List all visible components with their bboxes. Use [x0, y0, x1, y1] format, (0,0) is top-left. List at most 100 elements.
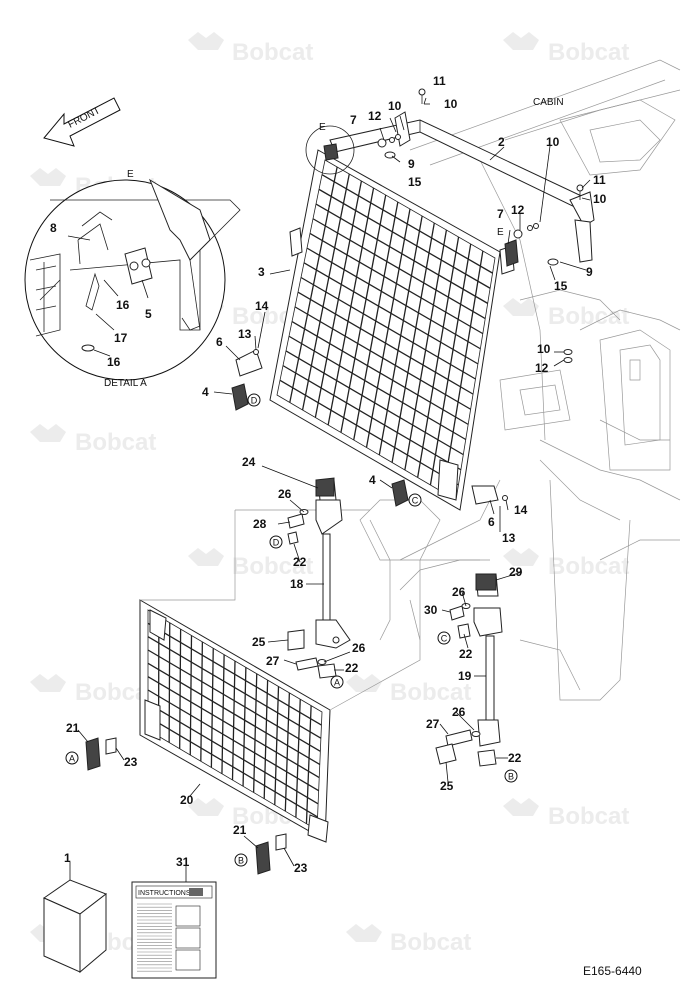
callout-11: 11 [433, 74, 446, 88]
svg-text:C: C [441, 634, 448, 644]
callout-14: 14 [255, 299, 269, 313]
hinge-24 [316, 478, 334, 496]
latch-21-bottom [256, 842, 270, 874]
callout-22: 22 [459, 647, 473, 661]
callout-16: 16 [116, 298, 130, 312]
right-strut [474, 574, 502, 746]
callout-16: 16 [107, 355, 121, 369]
marker-c: C [438, 632, 450, 644]
callout-9: 9 [586, 265, 593, 279]
watermark-logo [346, 674, 382, 692]
callout-10: 10 [388, 99, 402, 113]
callout-15: 15 [408, 175, 422, 189]
callout-13: 13 [502, 531, 516, 545]
callout-27: 27 [266, 654, 280, 668]
marker-d: D [248, 394, 260, 406]
callout-28: 28 [253, 517, 267, 531]
front-arrow: FRONT [44, 98, 120, 146]
callout-14: 14 [514, 503, 528, 517]
svg-text:B: B [508, 772, 514, 782]
callout-19: 19 [458, 669, 472, 683]
callout-2: 2 [498, 135, 505, 149]
callout-4: 4 [202, 385, 209, 399]
watermark-logo [188, 32, 224, 50]
callout-8: 8 [50, 221, 57, 235]
callout-18: 18 [290, 577, 304, 591]
callout-21: 21 [233, 823, 247, 837]
marker-a: A [331, 676, 343, 688]
latch-4-left [232, 384, 248, 410]
watermark-text: Bobcat [232, 39, 313, 66]
watermark-logo [188, 798, 224, 816]
svg-text:D: D [251, 396, 258, 406]
callout-30: 30 [424, 603, 438, 617]
callout-12: 12 [511, 203, 525, 217]
callout-27: 27 [426, 717, 440, 731]
kit-box [44, 880, 106, 972]
latch-4-right [392, 480, 408, 506]
marker-d: D [270, 536, 282, 548]
drawing-number: E165-6440 [583, 964, 642, 978]
watermark-logo [503, 548, 539, 566]
marker-b: B [235, 854, 247, 866]
callout-10: 10 [593, 192, 607, 206]
watermark-logo [503, 798, 539, 816]
svg-text:B: B [238, 856, 244, 866]
svg-text:A: A [69, 754, 75, 764]
detail-a [25, 180, 240, 380]
callout-12: 12 [368, 109, 382, 123]
callout-6: 6 [488, 515, 495, 529]
left-strut [316, 480, 350, 648]
callout-23: 23 [294, 861, 308, 875]
callout-1: 1 [64, 851, 71, 865]
detail-ref-label: E [127, 169, 134, 180]
watermark-text: Bobcat [548, 803, 629, 830]
watermark-text: Bobcat [548, 39, 629, 66]
latch-21-left [86, 738, 100, 770]
detail-circle-right [505, 240, 518, 266]
callout-24: 24 [242, 455, 256, 469]
cabin-label: CABIN [533, 97, 564, 108]
callout-15: 15 [554, 279, 568, 293]
svg-text:A: A [334, 678, 340, 688]
bracket-6-right [472, 486, 498, 504]
watermark-text: Bobcat [75, 429, 156, 456]
callout-4: 4 [369, 473, 376, 487]
callout-21: 21 [66, 721, 80, 735]
callout-7: 7 [350, 113, 357, 127]
watermark-text: Bobcat [390, 929, 471, 956]
watermark-logo [503, 32, 539, 50]
callout-11: 11 [593, 173, 606, 187]
callout-9: 9 [408, 157, 415, 171]
callout-29: 29 [509, 565, 523, 579]
detail-e-top-label: E [319, 122, 326, 133]
callout-10: 10 [546, 135, 560, 149]
watermark-logo [30, 424, 66, 442]
callout-22: 22 [508, 751, 522, 765]
callout-26: 26 [352, 641, 366, 655]
callout-7: 7 [497, 207, 504, 221]
callout-10: 10 [537, 342, 551, 356]
callout-12: 12 [535, 361, 549, 375]
svg-text:D: D [273, 538, 280, 548]
detail-e-right-label: E [497, 227, 504, 238]
detail-a-label: DETAIL A [104, 378, 147, 389]
hinge-29 [476, 574, 496, 590]
upper-screen [270, 150, 514, 510]
callout-22: 22 [293, 555, 307, 569]
instructions-label: INSTRUCTIONS [138, 890, 191, 897]
instructions-sheet: INSTRUCTIONS [132, 882, 216, 978]
callout-6: 6 [216, 335, 223, 349]
callout-3: 3 [258, 265, 265, 279]
callout-22: 22 [345, 661, 359, 675]
callout-17: 17 [114, 331, 128, 345]
callout-5: 5 [145, 307, 152, 321]
svg-text:C: C [412, 496, 419, 506]
watermark-logo [346, 924, 382, 942]
watermark-text: Bobcat [548, 553, 629, 580]
callout-23: 23 [124, 755, 138, 769]
callout-26: 26 [452, 705, 466, 719]
watermark-logo [30, 674, 66, 692]
